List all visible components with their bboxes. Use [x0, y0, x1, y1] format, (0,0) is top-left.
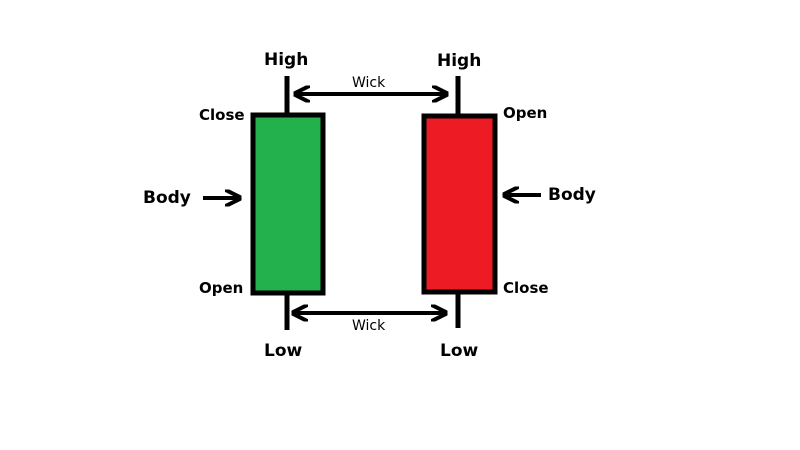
red-open-label: Open: [503, 104, 547, 122]
green-close-label: Close: [199, 106, 245, 124]
bottom-wick-label: Wick: [352, 318, 386, 334]
red-high-label: High: [437, 51, 481, 71]
green-low-label: Low: [264, 341, 303, 361]
top-wick-label: Wick: [352, 75, 386, 91]
top-wick-annotation: Wick: [295, 75, 447, 94]
green-candle-body: [250, 112, 326, 296]
left-body-label: Body: [143, 188, 191, 208]
right-body-label: Body: [548, 185, 596, 205]
red-candle-body: [421, 113, 498, 295]
bottom-wick-annotation: Wick: [293, 313, 446, 334]
red-low-label: Low: [440, 341, 479, 361]
green-open-label: Open: [199, 279, 243, 297]
right-body-annotation: Body: [504, 185, 596, 205]
red-candle: High Open Close Low: [421, 51, 549, 361]
red-close-label: Close: [503, 279, 549, 297]
left-body-annotation: Body: [143, 188, 240, 208]
green-candle: High Close Open Low: [199, 50, 326, 361]
green-high-label: High: [264, 50, 308, 70]
